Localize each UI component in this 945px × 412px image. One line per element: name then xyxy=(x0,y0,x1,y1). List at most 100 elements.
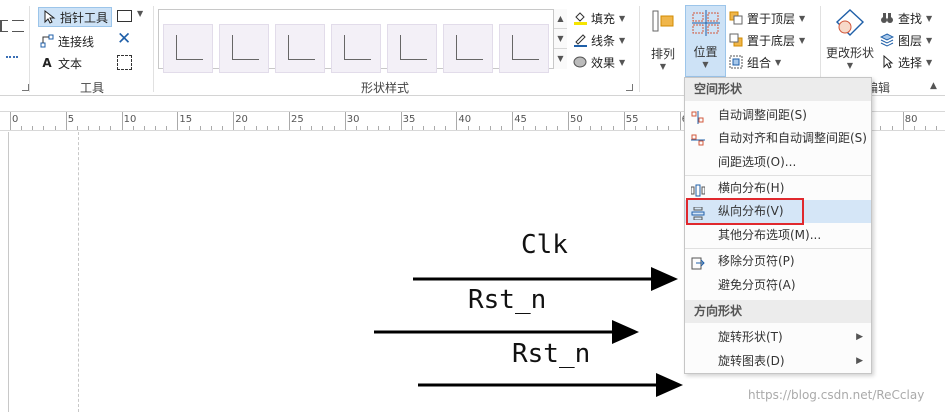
menu-item-more-distribute[interactable]: 其他分布选项(M)... xyxy=(685,224,871,247)
bring-front-icon xyxy=(729,11,743,25)
connector-tool-label: 连接线 xyxy=(58,34,95,49)
ruler-tick xyxy=(489,126,491,130)
rst-n-label-1[interactable]: Rst_n xyxy=(468,285,547,315)
close-x-icon[interactable]: ✕ xyxy=(117,29,132,49)
menu-item-rotate-diagram[interactable]: 旋转图表(D) ▶ xyxy=(685,350,871,373)
ruler-tick xyxy=(501,126,503,130)
collapse-ribbon-icon[interactable]: ▲ xyxy=(930,81,937,91)
ruler-label: 40 xyxy=(458,114,472,125)
position-label: 位置 xyxy=(693,45,718,59)
position-icon xyxy=(691,10,720,36)
rst-n-label-2[interactable]: Rst_n xyxy=(512,339,591,369)
outdent-icon[interactable] xyxy=(12,20,24,32)
select-button[interactable]: 选择▼ xyxy=(880,52,932,72)
gallery-up-icon[interactable]: ▲ xyxy=(554,9,567,29)
menu-item-auto-space[interactable]: 自动调整间距(S) xyxy=(685,104,871,127)
ruler-tick xyxy=(255,126,257,130)
ruler-tick xyxy=(646,126,648,130)
menu-item-spacing-options[interactable]: 间距选项(O)... xyxy=(685,151,871,174)
connector-tool-button[interactable]: 连接线 xyxy=(40,31,94,51)
arrow-rst-n-1[interactable] xyxy=(374,319,639,345)
layers-button[interactable]: 图层▼ xyxy=(879,30,932,50)
menu-item-distribute-vertical[interactable]: 纵向分布(V) xyxy=(685,200,871,223)
ruler-label: 20 xyxy=(235,114,248,125)
find-button[interactable]: 查找▼ xyxy=(880,8,932,28)
ruler-label: 0 xyxy=(12,114,19,125)
submenu-arrow-icon: ▶ xyxy=(856,356,863,366)
send-to-back-button[interactable]: 置于底层▼ xyxy=(729,30,805,50)
ruler-tick xyxy=(612,126,614,130)
auto-align-label: 自动对齐和自动调整间距(S) xyxy=(718,131,867,145)
position-button[interactable]: 位置 ▼ xyxy=(685,5,726,77)
ruler-tick xyxy=(601,126,603,130)
ruler-tick xyxy=(277,126,279,130)
change-shape-button[interactable]: 更改形状 ▼ xyxy=(824,8,876,74)
ruler-label: 30 xyxy=(346,114,360,125)
connector-icon xyxy=(40,34,54,48)
group-button[interactable]: 组合▼ xyxy=(729,52,781,72)
avoid-page-break-label: 避免分页符(A) xyxy=(718,278,796,292)
ruler-tick xyxy=(322,126,324,130)
effects-button[interactable]: 效果▼ xyxy=(573,52,625,72)
pointer-tool-label: 指针工具 xyxy=(60,10,109,25)
menu-item-remove-page-break[interactable]: 移除分页符(P) xyxy=(685,250,871,273)
arrange-button[interactable]: 排列 ▼ xyxy=(645,8,681,72)
gallery-down-icon[interactable]: ▼ xyxy=(554,29,567,49)
ruler-tick xyxy=(657,126,659,130)
rectangle-tool-button[interactable] xyxy=(117,10,132,22)
ruler-label: 10 xyxy=(123,114,137,125)
ruler-tick xyxy=(355,126,357,130)
gallery-scroller[interactable]: ▲ ▼ ▼ xyxy=(553,9,567,69)
arrow-rst-n-2[interactable] xyxy=(418,372,683,398)
line-label: 线条 xyxy=(591,33,616,48)
bring-to-front-button[interactable]: 置于顶层▼ xyxy=(729,8,805,28)
ruler-label: 45 xyxy=(514,114,527,125)
style-thumb[interactable] xyxy=(499,24,549,73)
arrow-clk[interactable] xyxy=(413,266,678,292)
layers-label: 图层 xyxy=(898,33,923,48)
ruler-tick xyxy=(668,126,670,130)
text-a-icon: A xyxy=(42,56,52,70)
style-thumb[interactable] xyxy=(219,24,269,73)
edit-group-title: 编辑 xyxy=(866,79,902,96)
menu-item-distribute-horizontal[interactable]: 横向分布(H) xyxy=(685,177,871,200)
edit-title-text: 编辑 xyxy=(866,81,891,95)
ruler-label: 25 xyxy=(291,114,304,125)
distribute-vertical-label: 纵向分布(V) xyxy=(718,204,784,218)
menu-item-auto-align[interactable]: 自动对齐和自动调整间距(S) xyxy=(685,127,871,150)
rectangle-dropdown-icon[interactable]: ▼ xyxy=(137,9,144,18)
ruler-tick xyxy=(333,126,335,130)
ruler-label: 15 xyxy=(179,114,193,125)
style-thumb[interactable] xyxy=(163,24,213,73)
style-thumb[interactable] xyxy=(387,24,437,73)
watermark: https://blog.csdn.net/ReCclay xyxy=(748,388,925,402)
dialog-launcher-icon[interactable] xyxy=(22,84,29,91)
layers-icon xyxy=(879,33,895,47)
gallery-more-icon[interactable]: ▼ xyxy=(557,54,564,63)
dialog-launcher-icon[interactable] xyxy=(626,84,633,91)
menu-item-rotate-shape[interactable]: 旋转形状(T) ▶ xyxy=(685,326,871,349)
style-thumb[interactable] xyxy=(443,24,493,73)
pointer-tool-button[interactable]: 指针工具 xyxy=(38,7,112,27)
auto-space-label: 自动调整间距(S) xyxy=(718,108,807,122)
auto-space-icon xyxy=(691,109,705,124)
menu-item-avoid-page-break[interactable]: 避免分页符(A) xyxy=(685,274,871,297)
ruler-tick xyxy=(880,126,882,130)
ruler-tick xyxy=(233,112,235,130)
pointer-icon xyxy=(42,9,56,24)
ruler-tick xyxy=(222,126,224,130)
fill-button[interactable]: 填充▼ xyxy=(573,8,625,28)
indent-icon[interactable] xyxy=(0,20,8,32)
shape-style-gallery[interactable] xyxy=(158,9,567,73)
crop-tool-icon[interactable] xyxy=(117,55,132,70)
clk-label[interactable]: Clk xyxy=(521,230,568,260)
page-left-edge xyxy=(8,132,9,412)
line-button[interactable]: 线条▼ xyxy=(573,30,625,50)
style-thumb[interactable] xyxy=(331,24,381,73)
text-tool-button[interactable]: A 文本 xyxy=(40,53,82,73)
ruler-tick xyxy=(177,112,179,130)
style-thumb[interactable] xyxy=(275,24,325,73)
ruler-tick xyxy=(43,126,45,130)
ruler-tick xyxy=(456,112,458,130)
ruler-tick xyxy=(913,126,915,130)
